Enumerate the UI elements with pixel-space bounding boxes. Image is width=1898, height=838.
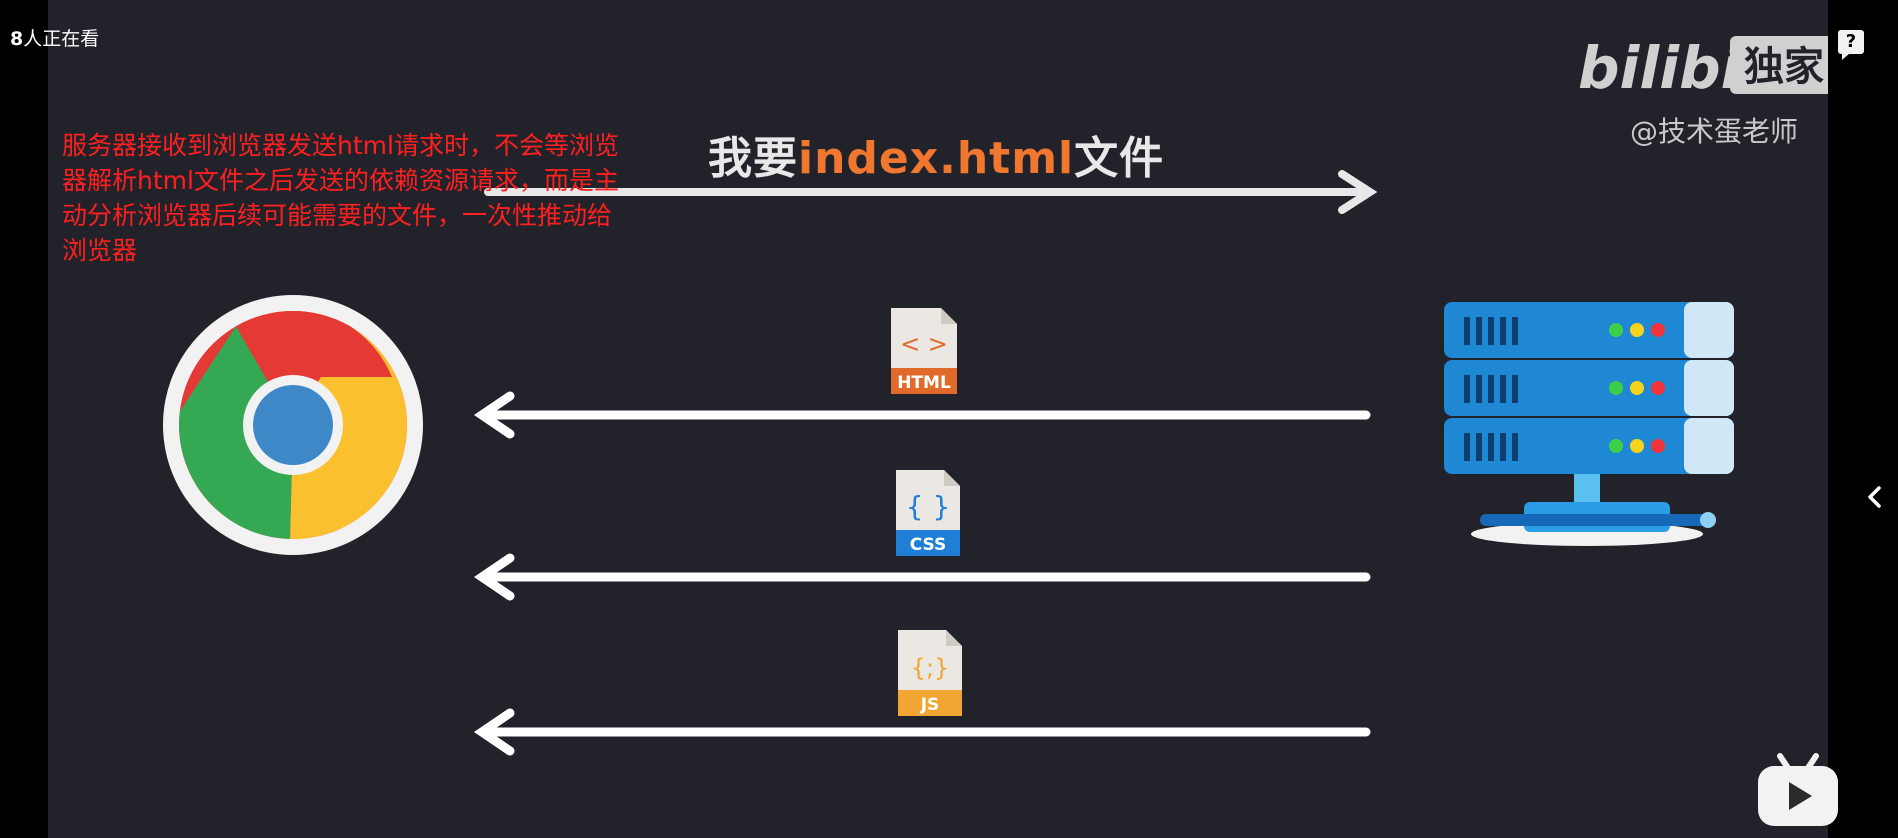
- request-label: 我要index.html文件: [708, 122, 1164, 186]
- tv-play-button[interactable]: [1756, 752, 1840, 828]
- help-button[interactable]: ?: [1838, 30, 1864, 60]
- video-frame[interactable]: bilibili 独家 @技术蛋老师 我要index.html文件: [48, 0, 1828, 838]
- js-file-label: JS: [920, 695, 940, 715]
- viewer-count: 8人正在看: [10, 24, 99, 51]
- help-icon: ?: [1845, 31, 1857, 52]
- js-file-icon: {;} JS: [898, 630, 962, 716]
- css-file-label: CSS: [910, 535, 947, 555]
- server-unit-1: [1444, 302, 1734, 358]
- request-label-prefix: 我要: [708, 133, 798, 184]
- exclusive-badge-text: 独家: [1744, 44, 1824, 90]
- js-glyph: {;}: [911, 654, 950, 682]
- viewer-count-suffix: 人正在看: [23, 28, 100, 50]
- html-file-icon: < > HTML: [891, 308, 957, 394]
- exclusive-badge-bg: [1730, 36, 1828, 94]
- subtitle-overlay: 服务器接收到浏览器发送html请求时，不会等浏览器解析html文件之后发送的依赖…: [62, 131, 619, 265]
- tv-play-icon: [1758, 753, 1838, 826]
- http2-push-diagram: < > HTML { } CSS {;} JS: [163, 170, 1734, 756]
- response-arrow-js: [473, 708, 1371, 756]
- server-unit-2: [1444, 360, 1734, 416]
- chrome-logo-icon: [163, 295, 423, 555]
- request-arrow: [484, 170, 1378, 214]
- viewer-count-number: 8: [10, 28, 24, 50]
- server-icon: [1444, 302, 1734, 546]
- chevron-left-icon: [1868, 486, 1881, 508]
- bilibili-logo: bilibili 独家: [1578, 34, 1828, 100]
- html-glyph: < >: [900, 330, 948, 358]
- html-file-label: HTML: [897, 373, 951, 393]
- server-unit-3: [1444, 418, 1734, 474]
- css-file-icon: { } CSS: [896, 470, 960, 556]
- uploader-watermark: @技术蛋老师: [1630, 115, 1799, 148]
- response-arrow-css: [473, 553, 1371, 601]
- request-label-suffix: 文件: [1074, 133, 1165, 184]
- request-label-highlight: index.html: [798, 133, 1075, 184]
- css-glyph: { }: [906, 490, 951, 523]
- collapse-sidebar-button[interactable]: [1860, 482, 1890, 512]
- response-arrow-html: [473, 391, 1371, 439]
